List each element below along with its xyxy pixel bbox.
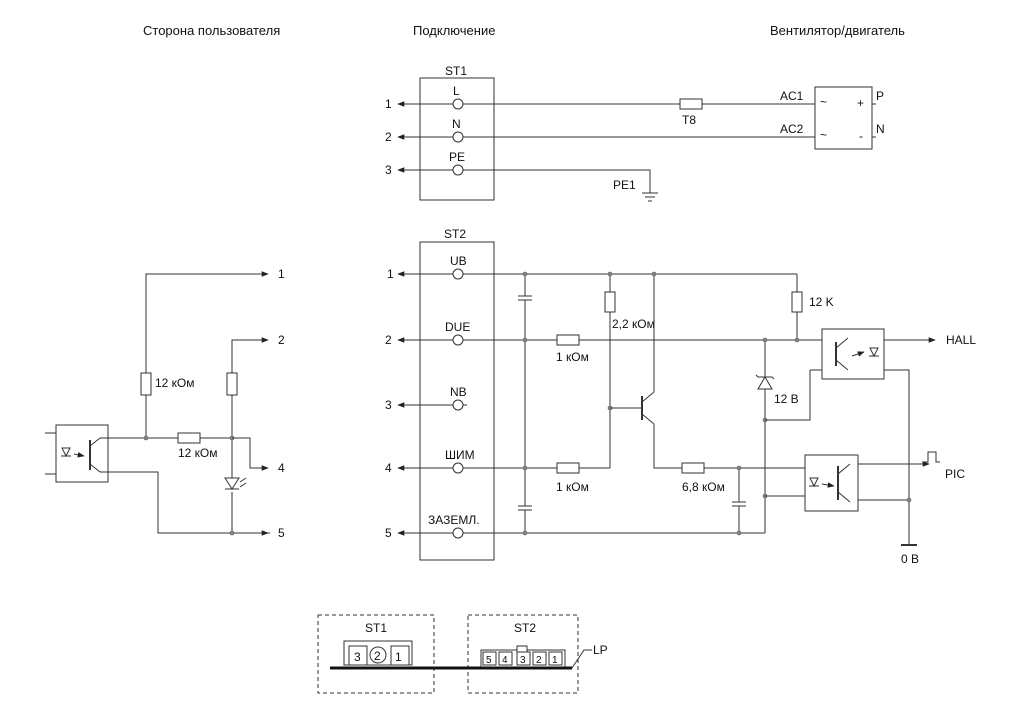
user-side-circuit: 12 кОм 12 кОм 1 2 4 5 <box>45 267 285 540</box>
zero-v-label: 0 B <box>901 552 919 566</box>
st2-pin-due <box>452 334 464 346</box>
st2-pin-nb <box>452 399 464 411</box>
resistor-2-2k <box>604 291 616 313</box>
conn-st2-pin-2: 2 <box>536 655 542 666</box>
user-resistor-pin2 <box>226 372 238 396</box>
conn-st1-title: ST1 <box>365 621 387 635</box>
fuse-t8 <box>679 98 703 110</box>
header-fan-motor: Вентилятор/двигатель <box>770 23 905 38</box>
st1-pin-l-label: L <box>453 84 460 98</box>
fuse-label: T8 <box>682 113 696 127</box>
conn-st2-pin-3: 3 <box>520 655 526 666</box>
plus-sign: + <box>857 96 864 110</box>
user-pin-4: 4 <box>278 461 285 475</box>
r-12k-label: 12 K <box>809 295 834 309</box>
user-r-12k-vert-label: 12 кОм <box>155 376 195 390</box>
conn-st1-pin-3: 3 <box>354 650 361 664</box>
r-6-8k-label: 6,8 кОм <box>682 480 725 494</box>
zener-label: 12 B <box>774 392 799 406</box>
user-pin-2: 2 <box>278 333 285 347</box>
tilde-top: ~ <box>820 95 827 109</box>
r-1k-pwm-label: 1 кОм <box>556 480 589 494</box>
pic-label: PIC <box>945 467 965 481</box>
ac1-label: AC1 <box>780 89 804 103</box>
st2-num-4: 4 <box>385 461 392 475</box>
conn-st2-title: ST2 <box>514 621 536 635</box>
user-led <box>224 477 240 490</box>
user-pin-1: 1 <box>278 267 285 281</box>
user-r-12k-horiz-label: 12 кОм <box>178 446 218 460</box>
st2-pin-pwm <box>452 462 464 474</box>
st2-pin-gnd <box>452 527 464 539</box>
user-pin-5: 5 <box>278 526 285 540</box>
st2-pin-due-label: DUE <box>445 320 470 334</box>
st1-num-1: 1 <box>385 97 392 111</box>
user-optocoupler <box>55 424 109 483</box>
resistor-6-8k <box>681 462 705 474</box>
minus-sign: - <box>859 129 863 143</box>
pe1-label: PE1 <box>613 178 636 192</box>
lp-label: LP <box>593 643 608 657</box>
hall-label: HALL <box>946 333 976 347</box>
st2-num-5: 5 <box>385 526 392 540</box>
st1-title: ST1 <box>445 64 467 78</box>
resistor-12k <box>791 291 803 313</box>
st2-connector-box <box>467 614 579 694</box>
tilde-bottom: ~ <box>820 128 827 142</box>
conn-st2-pin-5: 5 <box>486 655 492 666</box>
zener-diode <box>757 376 773 390</box>
st1-connector-box <box>317 614 435 694</box>
conn-st2-pin-1: 1 <box>552 655 558 666</box>
st2-title: ST2 <box>444 227 466 241</box>
st1-pin-pe <box>452 164 464 176</box>
n-label: N <box>876 122 885 136</box>
r-1k-due-label: 1 кОм <box>556 350 589 364</box>
st1-pin-n <box>452 131 464 143</box>
user-resistor-12k-horiz <box>177 432 201 444</box>
r-2-2k-label: 2,2 кОм <box>612 317 655 331</box>
p-label: P <box>876 89 884 103</box>
st1-pin-n-label: N <box>452 117 461 131</box>
st1-pin-pe-label: PE <box>449 150 465 164</box>
header-connection: Подключение <box>413 23 495 38</box>
fan-motor-box <box>814 86 873 150</box>
st2-pin-gnd-label: ЗАЗЕМЛ. <box>428 513 480 527</box>
st1-block: ST1 L N PE 1 2 3 T8 PE1 AC1 AC2 ~ ~ + <box>385 64 885 202</box>
conn-st1-pin-2: 2 <box>374 649 381 663</box>
st1-pin-l <box>452 98 464 110</box>
connector-illustration: ST1 ST2 3 2 1 5 4 3 2 1 LP <box>317 614 608 694</box>
optocoupler-hall <box>821 328 885 380</box>
st1-num-3: 3 <box>385 163 392 177</box>
resistor-1k-due <box>556 334 580 346</box>
conn-st2-pin-4: 4 <box>502 655 508 666</box>
st2-num-1: 1 <box>387 267 394 281</box>
st2-block: ST2 UB DUE NB ШИМ ЗАЗЕМЛ. 1 2 3 4 5 1 кО… <box>385 227 976 566</box>
st2-pin-ub-label: UB <box>450 254 467 268</box>
st2-pin-ub <box>452 268 464 280</box>
st2-pin-pwm-label: ШИМ <box>445 448 475 462</box>
user-resistor-12k-vert <box>140 372 152 396</box>
header-user-side: Сторона пользователя <box>143 23 280 38</box>
st2-num-3: 3 <box>385 398 392 412</box>
pulse-icon <box>922 451 940 463</box>
st2-pin-nb-label: NB <box>450 385 467 399</box>
conn-st1-pin-1: 1 <box>395 650 402 664</box>
st2-num-2: 2 <box>385 333 392 347</box>
resistor-1k-pwm <box>556 462 580 474</box>
ac2-label: AC2 <box>780 122 804 136</box>
st1-num-2: 2 <box>385 130 392 144</box>
